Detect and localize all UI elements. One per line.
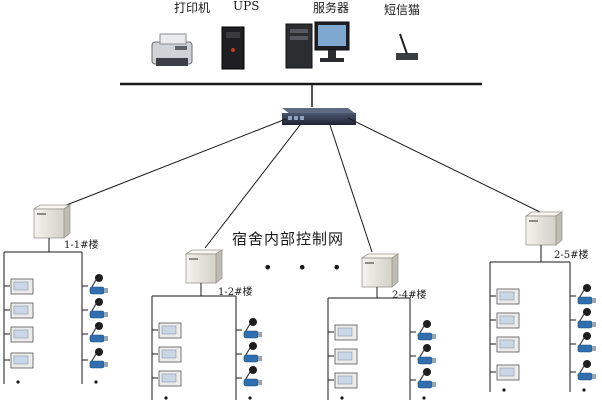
building-label-2-4: 2-4#楼 (392, 290, 427, 301)
network-label: 宿舍内部控制网 (232, 230, 345, 248)
control-panel-1-2-3 (158, 370, 182, 387)
control-cabinet-2-4 (360, 253, 400, 288)
water-meter-1-1-4 (89, 348, 108, 369)
branch-lines-2-5 (489, 245, 571, 392)
control-panel-2-4-1 (334, 324, 358, 341)
sms-modem-label: 短信猫 (384, 3, 421, 17)
continuation-dot-2-4-left (340, 396, 344, 400)
branch-lines-1-2 (151, 283, 237, 400)
ups-label: UPS (233, 0, 260, 13)
control-panel-2-5-2 (496, 312, 520, 329)
water-meter-1-2-1 (243, 318, 262, 339)
control-panel-1-2-2 (158, 346, 182, 363)
continuation-dot-2-4-right (422, 396, 426, 400)
server-label: 服务器 (313, 1, 350, 15)
continuation-dot-1-1-right (94, 380, 98, 384)
water-meter-1-2-3 (243, 366, 262, 387)
water-meter-1-2-2 (243, 342, 262, 363)
control-cabinet-1-2 (184, 249, 224, 284)
control-panel-1-1-1 (10, 278, 34, 295)
water-meter-2-5-4 (577, 360, 596, 381)
branch-lines-1-1 (3, 238, 83, 384)
control-panel-2-5-4 (496, 364, 520, 381)
continuation-dot-1-2-left (164, 396, 168, 400)
water-meter-2-5-2 (577, 308, 596, 329)
control-panel-1-1-2 (10, 302, 34, 319)
control-cabinet-1-1 (32, 204, 72, 239)
continuation-dot-2-5-left (502, 388, 506, 392)
continuation-dot-1-2-right (248, 396, 252, 400)
water-meter-2-4-2 (417, 344, 436, 365)
water-meter-2-5-1 (577, 284, 596, 305)
control-panel-2-5-1 (496, 288, 520, 305)
water-meter-2-4-3 (417, 368, 436, 389)
building-label-1-1: 1-1#楼 (64, 240, 99, 251)
network-switch-icon (282, 108, 356, 125)
water-meter-1-1-2 (89, 298, 108, 319)
control-cabinet-2-5 (524, 211, 564, 246)
continuation-dot-2-5-right (582, 388, 586, 392)
building-label-1-2: 1-2#楼 (218, 287, 253, 298)
branch-lines-2-4 (327, 287, 411, 400)
water-meter-1-1-3 (89, 322, 108, 343)
sms-modem-icon (396, 33, 418, 60)
water-meter-2-4-1 (417, 320, 436, 341)
server-computer-icon (285, 21, 350, 69)
control-panel-2-5-3 (496, 336, 520, 353)
ellipsis: • • • (263, 258, 352, 277)
control-panel-1-1-3 (10, 326, 34, 343)
control-panel-1-1-4 (10, 352, 34, 369)
printer-icon (151, 33, 193, 66)
switch-links (63, 117, 543, 253)
continuation-dot-1-1-left (16, 380, 20, 384)
control-panel-1-2-1 (158, 322, 182, 339)
control-panel-2-4-2 (334, 348, 358, 365)
water-meter-1-1-1 (89, 274, 108, 295)
building-label-2-5: 2-5#楼 (554, 250, 589, 261)
control-panel-2-4-3 (334, 372, 358, 389)
printer-label: 打印机 (174, 1, 211, 15)
ups-icon (221, 26, 245, 70)
water-meter-2-5-3 (577, 332, 596, 353)
